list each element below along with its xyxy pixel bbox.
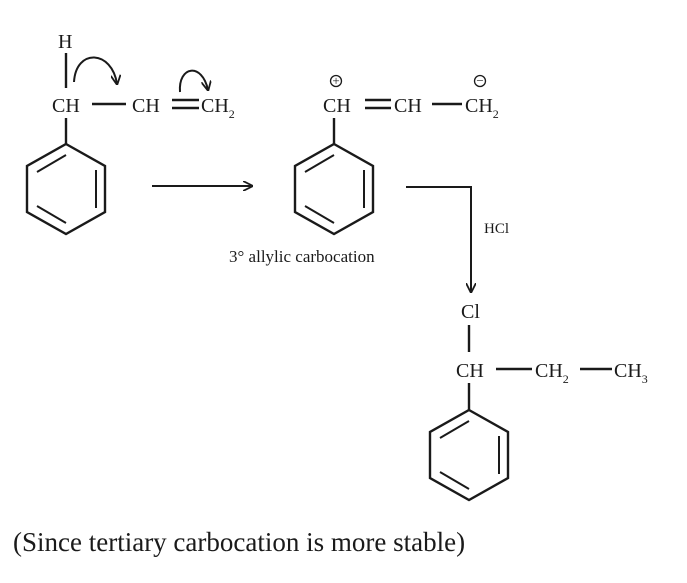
intermediate-ch-1: CH (323, 95, 351, 117)
product-ch3: CH3 (614, 360, 648, 386)
intermediate-ch-2: CH (394, 95, 422, 117)
reactant-ch2-symbol: CH (201, 95, 229, 117)
footnote: (Since tertiary carbocation is more stab… (13, 527, 465, 557)
product-ch2: CH2 (535, 360, 569, 386)
reactant-h-atom: H (58, 31, 72, 53)
reactant-ch-1: CH (52, 95, 80, 117)
intermediate-molecule: + CH CH − CH2 (293, 73, 499, 236)
product-ring-inner-bond-3 (439, 471, 470, 490)
product-molecule: Cl CH CH2 CH3 (428, 301, 648, 502)
product-benzene-ring (428, 408, 510, 502)
product-ch-1: CH (456, 360, 484, 382)
intermediate-label: 3° allylic carbocation (229, 247, 375, 266)
product-ch2-subscript: 2 (563, 372, 569, 386)
reactant-ring-inner-bond-3 (36, 205, 67, 224)
electron-shift-arrow-1 (73, 56, 117, 84)
intermediate-ring-inner-bond-3 (304, 205, 335, 224)
reactant-ch-2: CH (132, 95, 160, 117)
intermediate-ch2-symbol: CH (465, 95, 493, 117)
product-cl-atom: Cl (461, 301, 480, 323)
reactant-ch2-subscript: 2 (229, 107, 235, 121)
reagent-label: HCl (484, 221, 509, 237)
negative-charge-sign: − (476, 73, 483, 88)
product-ring-hexagon (428, 408, 510, 502)
product-ch3-symbol: CH (614, 360, 642, 382)
positive-charge-sign: + (332, 73, 339, 88)
product-ring-inner-bond-2 (439, 420, 470, 439)
reactant-molecule: H CH CH CH2 (25, 31, 235, 236)
electron-shift-arrow-2 (178, 69, 208, 93)
product-ch2-symbol: CH (535, 360, 563, 382)
reagent-arrow (406, 186, 471, 292)
positive-charge-circle (329, 74, 343, 88)
reactant-benzene-ring (25, 142, 107, 236)
reactant-ring-inner-bond-2 (36, 154, 67, 173)
product-ch3-subscript: 3 (642, 372, 648, 386)
negative-charge-circle (473, 74, 487, 88)
intermediate-benzene-ring (293, 142, 375, 236)
reactant-ring-hexagon (25, 142, 107, 236)
intermediate-ch2-subscript: 2 (493, 107, 499, 121)
intermediate-ring-inner-bond-2 (304, 154, 335, 173)
intermediate-ch2: CH2 (465, 95, 499, 121)
intermediate-ring-hexagon (293, 142, 375, 236)
reactant-ch2: CH2 (201, 95, 235, 121)
